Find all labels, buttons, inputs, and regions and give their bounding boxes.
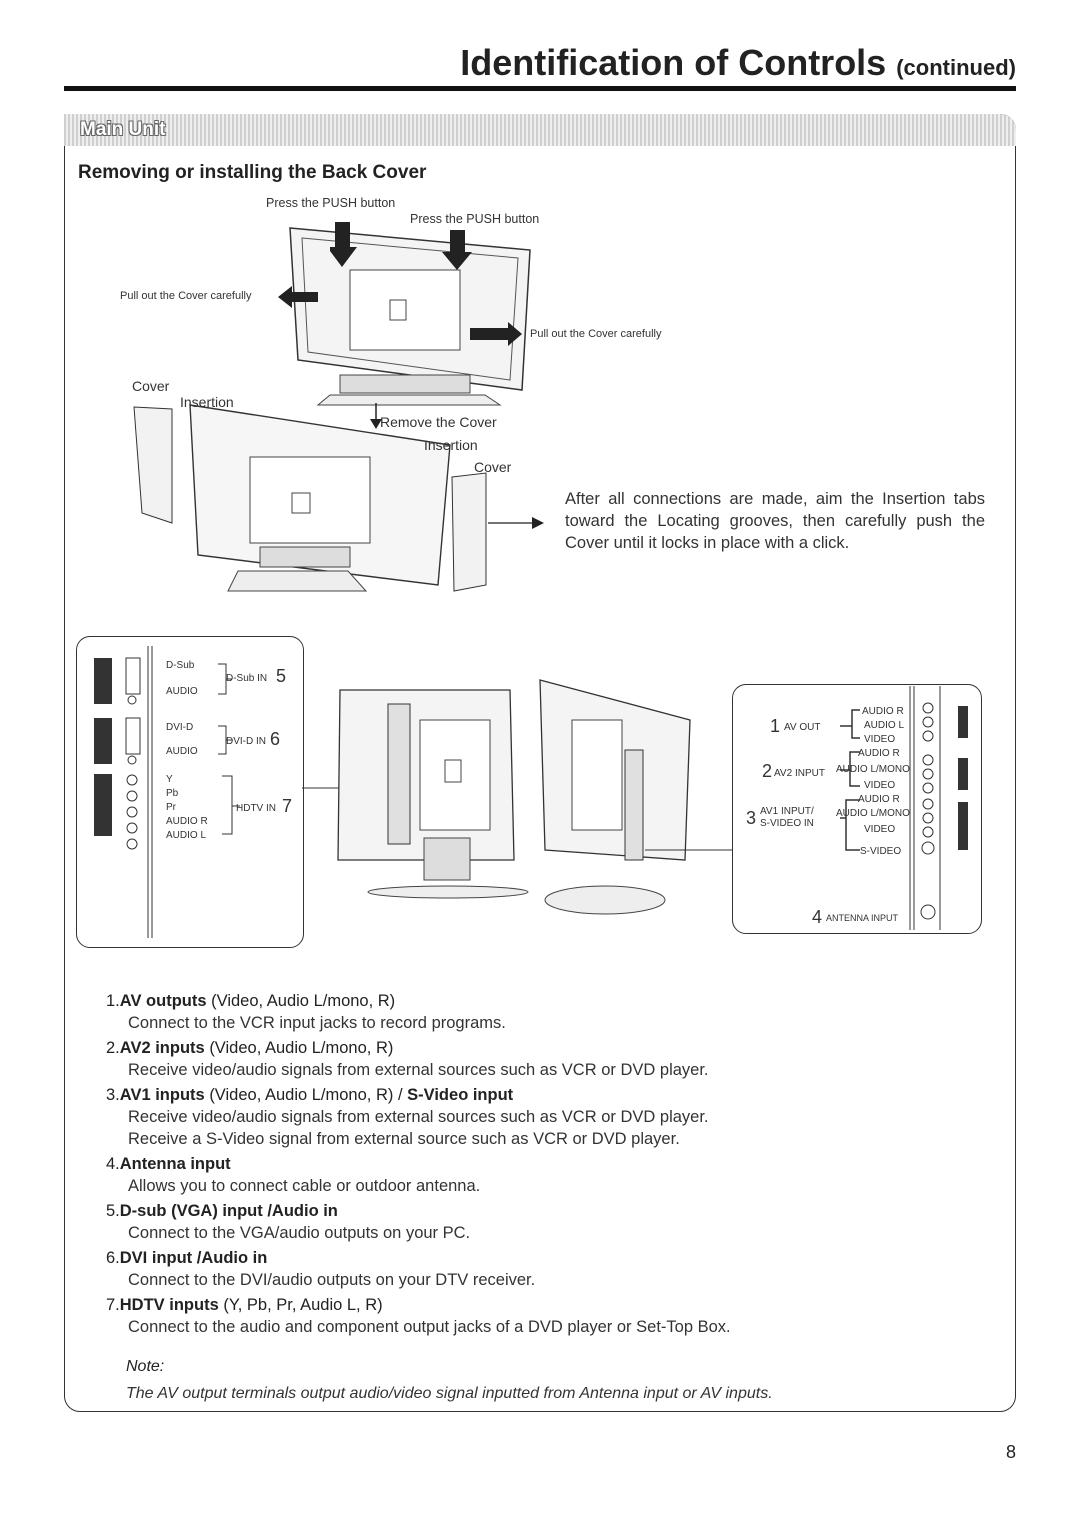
controls-list: 1.AV outputs (Video, Audio L/mono, R) Co… (106, 987, 986, 1338)
list-item: 6.DVI input /Audio in Connect to the DVI… (106, 1249, 536, 1289)
section-tab-label: Main Unit (80, 119, 166, 140)
left-jack-strip (94, 646, 153, 938)
pull-label-left: Pull out the Cover carefully (120, 290, 252, 302)
title-rule (64, 86, 1016, 91)
remove-cover-label: Remove the Cover (380, 414, 497, 430)
pull-arrow-left (278, 286, 318, 308)
jack-av-out: AV OUT (784, 722, 821, 733)
section-tab (64, 114, 1016, 146)
jack-num-3: 3 (746, 808, 757, 828)
list-item: 3.AV1 inputs (Video, Audio L/mono, R) / … (106, 1086, 709, 1148)
list-item: 2.AV2 inputs (Video, Audio L/mono, R) Re… (106, 1039, 709, 1079)
page-title: Identification of Controls (continued) (460, 42, 1016, 84)
jack-pr: Pr (166, 802, 176, 813)
g2-video: VIDEO (864, 780, 896, 791)
jack-av2-input: AV2 INPUT (774, 768, 825, 779)
section-heading: Removing or installing the Back Cover (78, 162, 427, 183)
note-text: The AV output terminals output audio/vid… (126, 1385, 773, 1402)
jack-dsub: D-Sub (166, 660, 195, 671)
left-jack-brackets (218, 663, 240, 835)
title-suffix: (continued) (896, 55, 1016, 80)
g2-audio-r: AUDIO R (858, 748, 900, 759)
instruction-paragraph: After all connections are made, aim the … (565, 490, 985, 552)
title-text: Identification of Controls (460, 42, 887, 83)
jack-antenna-input: ANTENNA INPUT (826, 913, 899, 923)
jack-num-7: 7 (282, 796, 293, 816)
jack-y: Y (166, 774, 173, 785)
jack-audio-1: AUDIO (166, 686, 198, 697)
jack-audio-2: AUDIO (166, 746, 198, 757)
push-arrows (330, 222, 472, 270)
pull-label-right: Pull out the Cover carefully (530, 328, 662, 340)
jack-pb: Pb (166, 788, 179, 799)
g3-video: VIDEO (864, 824, 896, 835)
g1-video: VIDEO (864, 734, 896, 745)
tv-rear-diagram (289, 227, 531, 406)
note-label: Note: (126, 1358, 165, 1375)
g1-audio-r: AUDIO R (862, 706, 904, 717)
cover-label-right: Cover (474, 459, 512, 475)
jack-num-5: 5 (276, 666, 287, 686)
jack-audio-l: AUDIO L (166, 830, 207, 841)
list-item: 7.HDTV inputs (Y, Pb, Pr, Audio L, R) Co… (106, 1296, 731, 1336)
tv-side-views (302, 679, 740, 915)
left-jack-panel (76, 636, 304, 948)
g3-audio-lmono: AUDIO L/MONO (836, 808, 910, 819)
jack-svideo-in: S-VIDEO IN (760, 818, 814, 829)
jack-dvid: DVI-D (166, 722, 194, 733)
g2-audio-lmono: AUDIO L/MONO (836, 764, 910, 775)
jack-dvid-in: DVI-D IN (226, 736, 266, 747)
page-number: 8 (1005, 1442, 1016, 1462)
jack-audio-r: AUDIO R (166, 816, 208, 827)
jack-num-1: 1 (770, 716, 781, 736)
jack-num-2: 2 (762, 761, 773, 781)
jack-hdtv-in: HDTV IN (236, 803, 276, 814)
list-item: 4.Antenna input Allows you to connect ca… (106, 1155, 481, 1195)
insertion-label-left: Insertion (180, 394, 234, 410)
cover-removal-diagram (133, 403, 500, 592)
list-item: 1.AV outputs (Video, Audio L/mono, R) Co… (106, 992, 506, 1032)
right-jack-brackets (840, 709, 860, 851)
jack-num-4: 4 (812, 907, 823, 927)
list-item: 5.D-sub (VGA) input /Audio in Connect to… (106, 1202, 471, 1242)
g3-svideo: S-VIDEO (860, 846, 902, 857)
jack-num-6: 6 (270, 729, 281, 749)
cover-label-left: Cover (132, 378, 170, 394)
pull-arrow-right (470, 322, 522, 346)
jack-av1-input: AV1 INPUT/ (760, 806, 814, 817)
push-label-1: Press the PUSH button (266, 196, 396, 210)
push-label-2: Press the PUSH button (410, 212, 540, 226)
insertion-label-right: Insertion (424, 437, 478, 453)
insertion-arrow (488, 517, 544, 529)
g3-audio-r: AUDIO R (858, 794, 900, 805)
right-jack-strip (909, 686, 968, 930)
g1-audio-l: AUDIO L (864, 720, 905, 731)
jack-dsub-in: D-Sub IN (226, 673, 268, 684)
